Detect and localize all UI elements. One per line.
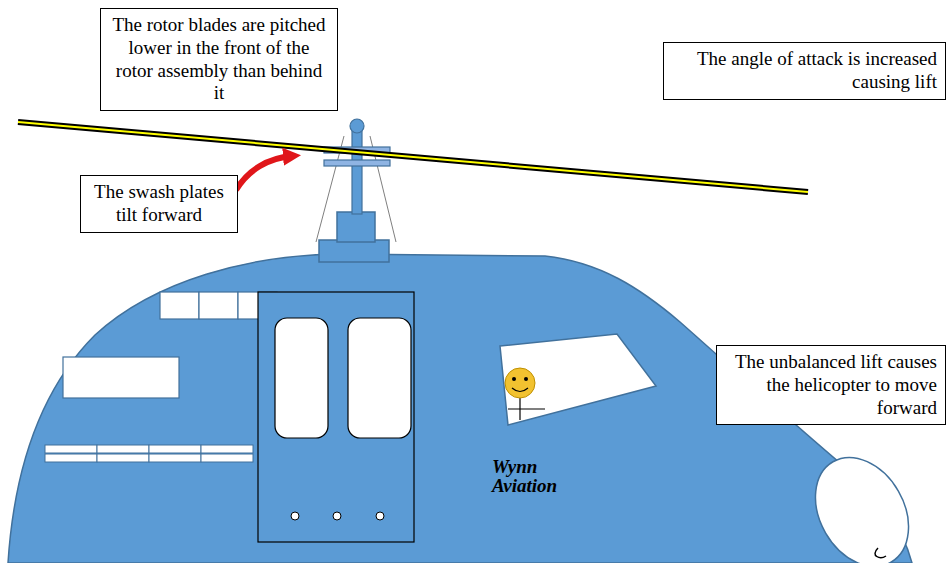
rivet [291,512,299,520]
callout-box: The unbalanced lift causes the helicopte… [716,345,946,425]
vent-strip [97,445,149,453]
vent-strip [201,454,253,462]
vent-strip [149,445,201,453]
callout-text: The unbalanced lift causes the helicopte… [725,351,937,419]
pilot-eye [512,377,516,381]
tilt-arrow [236,156,292,190]
cockpit-window [500,334,656,425]
callout-box: The rotor blades are pitched lower in th… [100,8,338,111]
pilot-face [505,368,535,398]
pilot-smile [512,388,528,392]
mast-housing [337,212,375,242]
vent-strip [149,454,201,462]
vent-strip [45,454,97,462]
vent-strip [45,445,97,453]
vent-strip [97,454,149,462]
door-window [275,318,328,438]
door-window [348,318,411,438]
vent-strip [201,445,253,453]
vent-strips [45,445,253,462]
rotor-hub [350,119,364,133]
window [160,292,199,319]
nose-mark [875,548,886,558]
brand-label: Wynn Aviation [492,457,572,495]
callout-box: The swash plates tilt forward [80,175,238,233]
rivet [376,512,384,520]
swash-plate [324,160,390,166]
pilot-arms [508,408,545,409]
rotor-shaft [352,128,362,214]
callout-text: The swash plates tilt forward [89,181,229,227]
door [258,292,414,542]
callout-text: The rotor blades are pitched lower in th… [109,14,329,105]
pilot-eye [524,377,528,381]
nose-window [797,441,928,563]
callout-box: The angle of attack is increased causing… [663,42,946,100]
window [63,357,179,398]
window [199,292,238,319]
mast-base [319,240,389,262]
rivet [333,512,341,520]
callout-text: The angle of attack is increased causing… [672,48,937,94]
